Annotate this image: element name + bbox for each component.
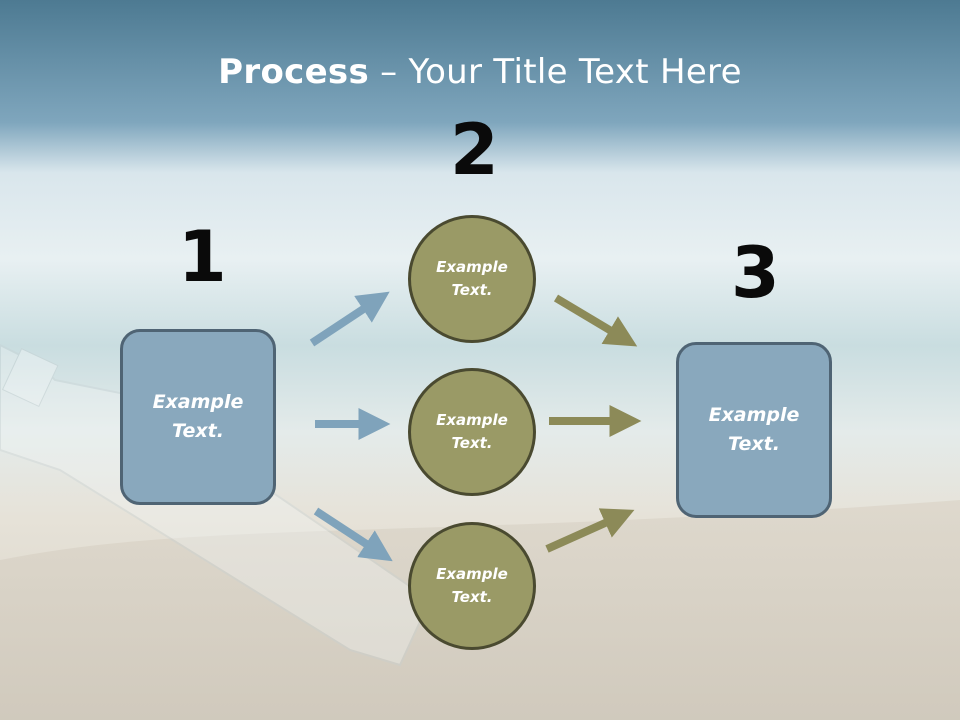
circle-bottom-text: Example Text. xyxy=(436,565,508,606)
page-title: Process – Your Title Text Here xyxy=(0,52,960,92)
step-number-3: 3 xyxy=(731,232,780,314)
step-1-box: Example Text. xyxy=(120,329,276,505)
arrow-down-right-blue xyxy=(313,507,393,562)
step-3-box-text: Example Text. xyxy=(708,404,800,455)
step-2-circle-bottom: Example Text. xyxy=(408,522,536,650)
circle-top-text: Example Text. xyxy=(436,258,508,299)
step-1-box-text: Example Text. xyxy=(152,391,244,442)
arrow-up-right-blue xyxy=(309,291,390,347)
step-number-1: 1 xyxy=(178,216,227,298)
circle-middle-text: Example Text. xyxy=(436,411,508,452)
arrow-down-right-olive xyxy=(553,294,638,347)
arrow-up-right-olive xyxy=(545,508,635,553)
step-2-circle-top: Example Text. xyxy=(408,215,536,343)
step-2-circle-middle: Example Text. xyxy=(408,368,536,496)
title-rest: – Your Title Text Here xyxy=(369,52,742,92)
bottle-illustration xyxy=(0,343,432,667)
title-bold: Process xyxy=(218,52,370,92)
step-number-2: 2 xyxy=(450,109,499,191)
step-3-box: Example Text. xyxy=(676,342,832,518)
